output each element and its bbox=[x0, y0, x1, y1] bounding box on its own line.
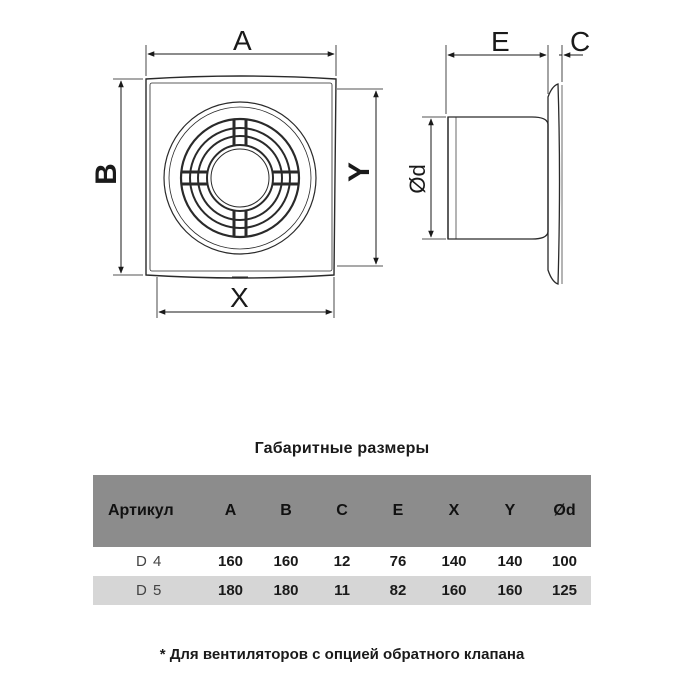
front-grille-struts bbox=[181, 119, 299, 237]
label-y: Y bbox=[343, 162, 376, 182]
front-plate-inner-edge bbox=[149, 82, 333, 272]
label-x: X bbox=[230, 282, 249, 313]
label-a: A bbox=[233, 25, 252, 56]
label-c: C bbox=[570, 26, 590, 57]
front-grille-ring-1 bbox=[179, 117, 301, 239]
front-ring-outer bbox=[163, 101, 317, 255]
cell-y: 160 bbox=[482, 576, 538, 605]
dimension-x bbox=[156, 277, 335, 318]
table-title: Габаритные размеры bbox=[254, 440, 430, 457]
cell-b: 180 bbox=[258, 576, 314, 605]
side-front-plate bbox=[547, 83, 561, 285]
cell-e: 82 bbox=[370, 576, 426, 605]
cell-x: 140 bbox=[426, 547, 482, 576]
header-a: A bbox=[203, 475, 258, 547]
label-e: E bbox=[491, 26, 510, 57]
header-y: Y bbox=[482, 475, 538, 547]
dimension-e bbox=[445, 45, 549, 114]
cell-x: 160 bbox=[426, 576, 482, 605]
side-duct bbox=[447, 116, 549, 240]
front-grille-ring-3 bbox=[197, 135, 283, 221]
label-b: B bbox=[90, 163, 123, 185]
dimension-d bbox=[422, 116, 446, 240]
cell-article: D 4 bbox=[93, 547, 203, 576]
header-x: X bbox=[426, 475, 482, 547]
cell-d: 100 bbox=[538, 547, 591, 576]
header-d: Ød bbox=[538, 475, 591, 547]
fan-dimension-drawing: A B Y X E C bbox=[90, 25, 590, 318]
front-hub-inner bbox=[210, 148, 270, 208]
table-header-row: Артикул A B C E X Y Ød bbox=[93, 475, 591, 547]
header-b: B bbox=[258, 475, 314, 547]
cell-d: 125 bbox=[538, 576, 591, 605]
side-view bbox=[447, 83, 563, 285]
header-e: E bbox=[370, 475, 426, 547]
header-article: Артикул bbox=[93, 475, 203, 547]
front-hub-outer bbox=[206, 144, 274, 212]
table-row: D 4 160 160 12 76 140 140 100 bbox=[93, 547, 591, 576]
dimension-a bbox=[145, 45, 337, 76]
dimension-b bbox=[113, 78, 143, 276]
header-c: C bbox=[314, 475, 370, 547]
label-d: Ød bbox=[405, 164, 430, 193]
cell-article: D 5 bbox=[93, 576, 203, 605]
cell-b: 160 bbox=[258, 547, 314, 576]
cell-c: 11 bbox=[314, 576, 370, 605]
dimension-c bbox=[559, 45, 583, 82]
front-grille-ring-2 bbox=[189, 127, 291, 229]
footnote: * Для вентиляторов с опцией обратного кл… bbox=[159, 646, 525, 663]
dimension-y bbox=[337, 88, 383, 267]
cell-y: 140 bbox=[482, 547, 538, 576]
cell-a: 180 bbox=[203, 576, 258, 605]
front-plate-outline bbox=[145, 75, 337, 279]
cell-e: 76 bbox=[370, 547, 426, 576]
front-view bbox=[145, 75, 337, 279]
dimensions-table: Артикул A B C E X Y Ød D 4 160 160 12 76… bbox=[93, 475, 591, 605]
front-ring-2 bbox=[168, 106, 312, 250]
table-row: D 5 180 180 11 82 160 160 125 bbox=[93, 576, 591, 605]
cell-c: 12 bbox=[314, 547, 370, 576]
cell-a: 160 bbox=[203, 547, 258, 576]
